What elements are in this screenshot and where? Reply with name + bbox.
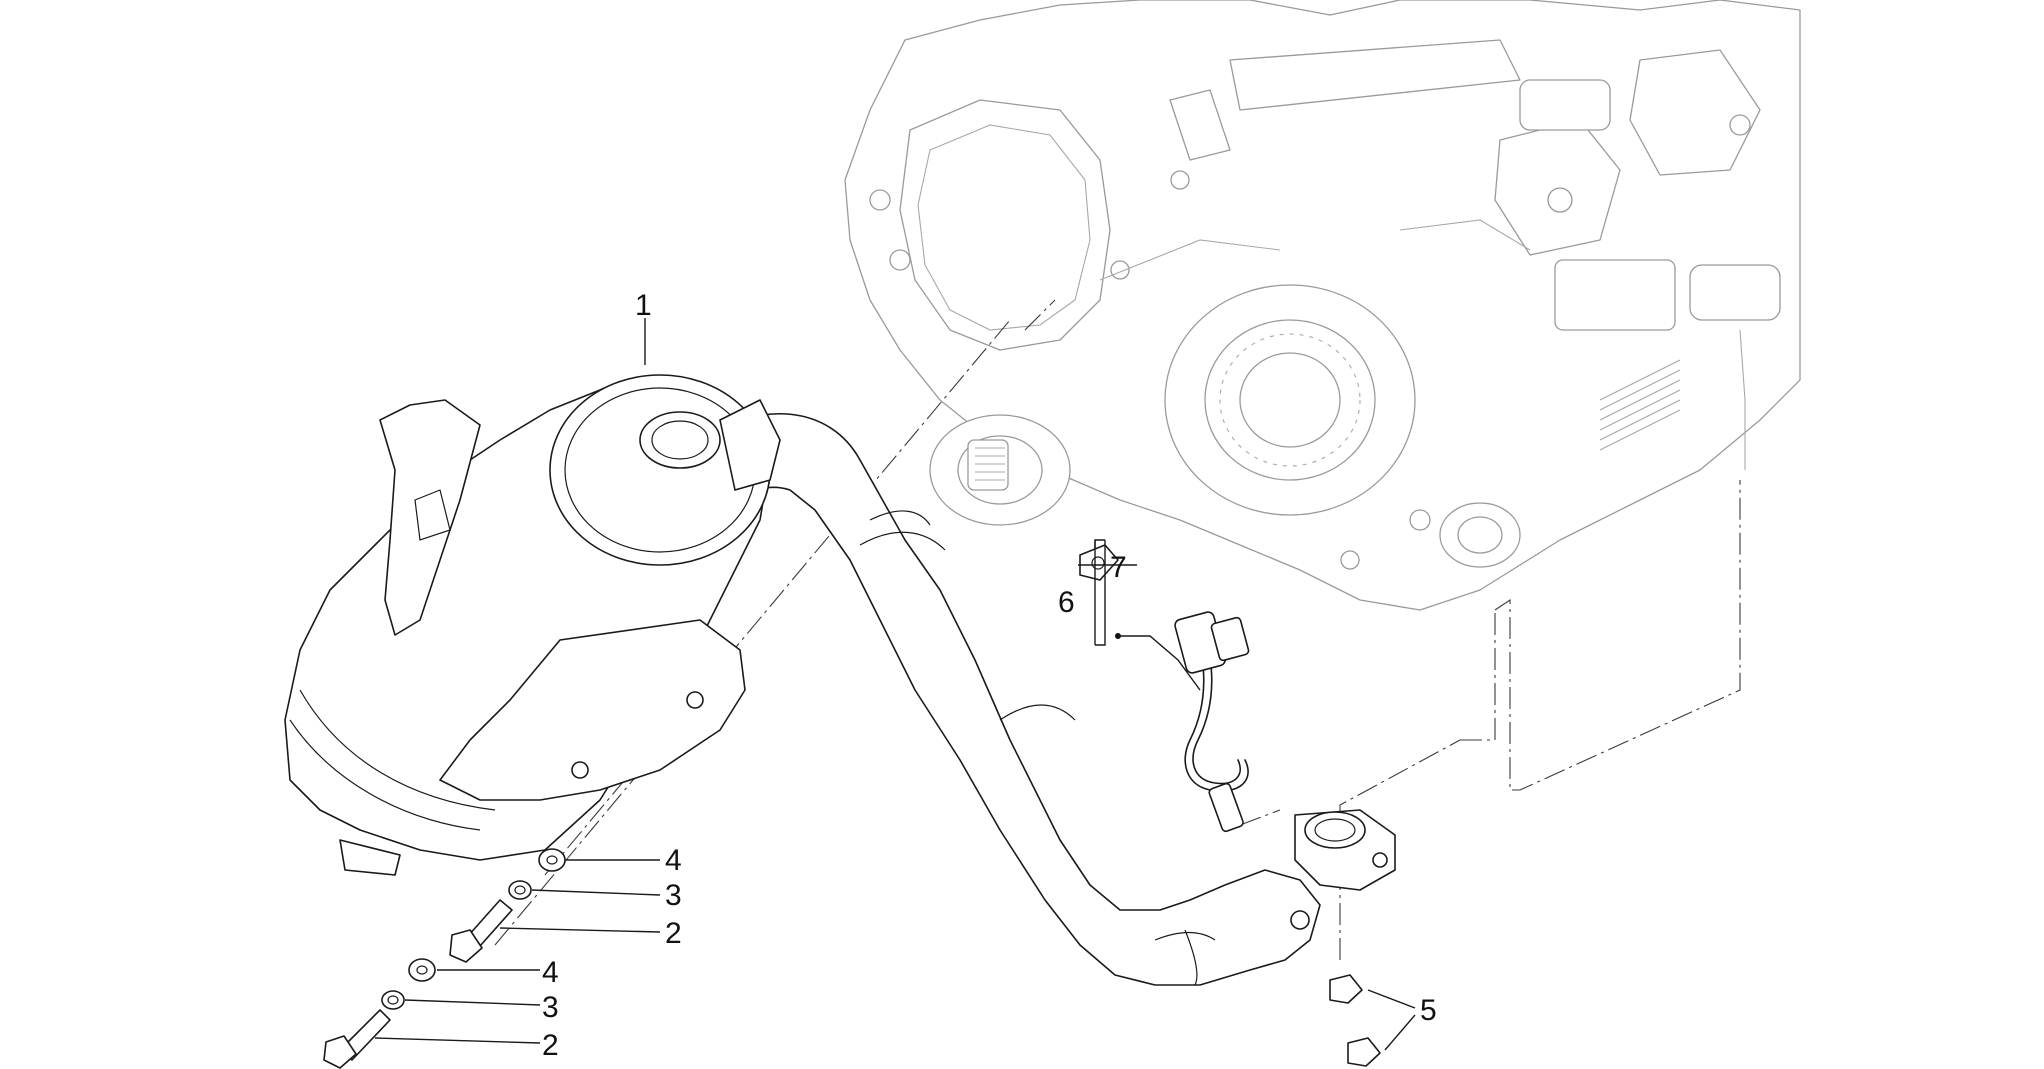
- leader-lines: [374, 318, 1416, 1051]
- callout-part-3-upper: 3: [665, 879, 682, 912]
- lambda-probe: [1208, 782, 1244, 833]
- flywheel-cover: [1164, 284, 1416, 516]
- silencer-bracket: [379, 399, 481, 636]
- lock-washer-lower: [381, 990, 405, 1010]
- callout-labels: 1 2 2 3 3 4 4 5 6 7: [542, 289, 1437, 1062]
- engine-block: [844, 0, 1801, 611]
- connector-clip: [1079, 544, 1119, 581]
- lock-washer-upper: [508, 880, 532, 900]
- exhaust-port: [1304, 811, 1366, 849]
- nut-lower: [1347, 1037, 1381, 1067]
- fasteners: [323, 848, 1381, 1069]
- splined-shaft: [975, 447, 1005, 481]
- callout-part-2-upper: 2: [665, 917, 682, 950]
- callout-part-2-lower: 2: [542, 1029, 559, 1062]
- callout-part-6: 6: [1058, 586, 1075, 619]
- engine-fins: [1599, 359, 1681, 451]
- exhaust-pipe: [284, 374, 1396, 986]
- nut-upper: [1329, 974, 1363, 1004]
- washer-lower: [408, 958, 436, 982]
- callout-part-4-lower: 4: [542, 956, 559, 989]
- callout-part-3-lower: 3: [542, 991, 559, 1024]
- callout-part-5: 5: [1420, 994, 1437, 1027]
- washer-upper: [538, 848, 566, 872]
- lower-bracket: [439, 619, 746, 801]
- callout-part-1: 1: [635, 289, 652, 322]
- callout-part-7: 7: [1110, 551, 1127, 584]
- lambda-sensor: [1079, 544, 1250, 833]
- callout-part-4-upper: 4: [665, 844, 682, 877]
